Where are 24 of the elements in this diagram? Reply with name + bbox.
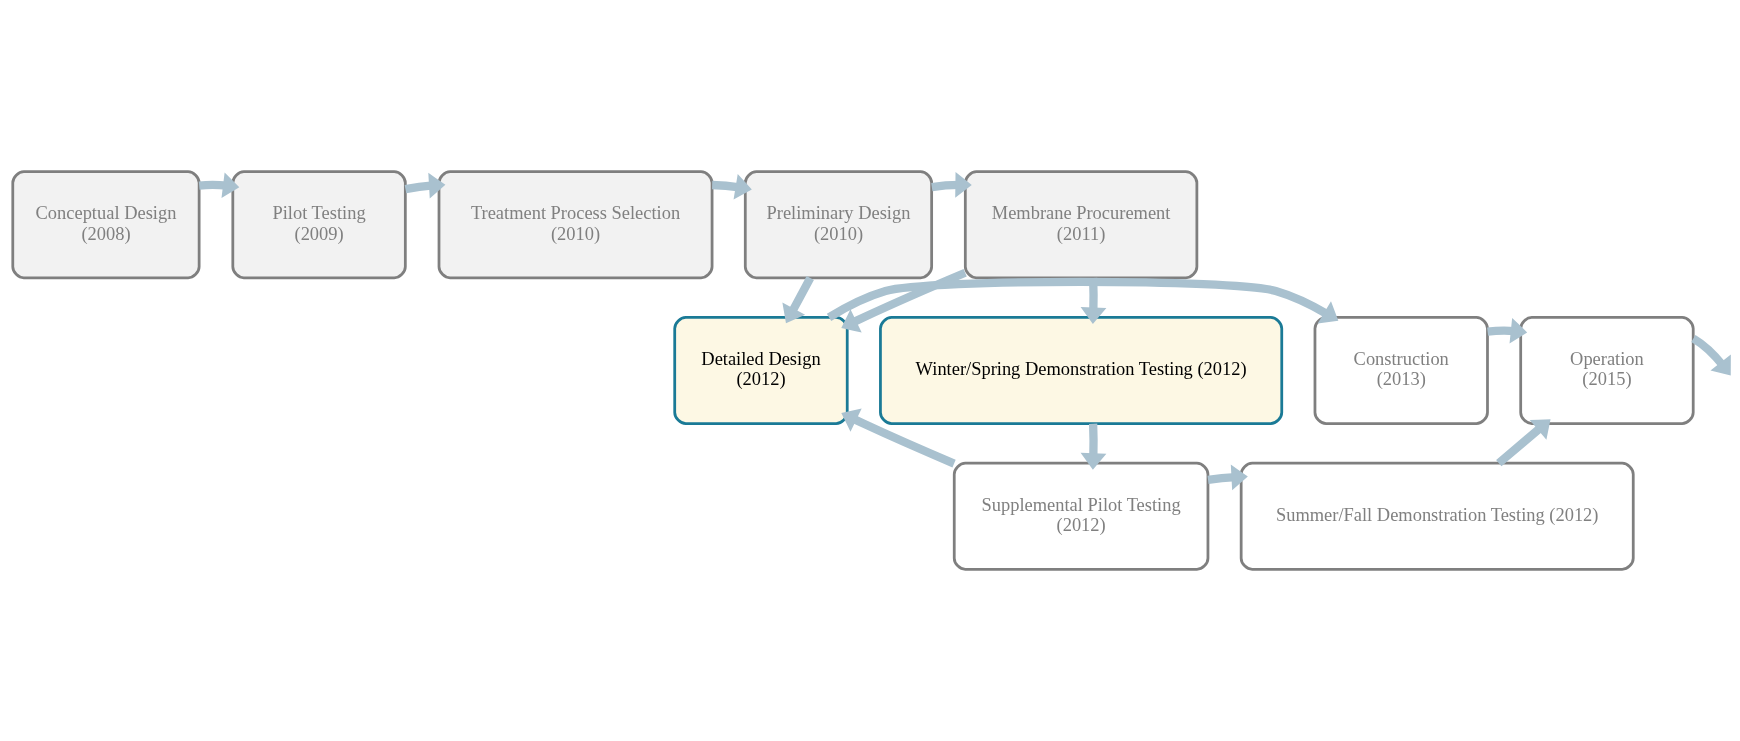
- node-box: Construction (2013): [1313, 316, 1489, 425]
- node-box: Preliminary Design (2010): [743, 170, 934, 280]
- arrow: [1496, 419, 1551, 467]
- arrow: [782, 276, 814, 324]
- node-box: Supplemental Pilot Testing (2012): [952, 461, 1210, 571]
- arrow: [712, 174, 752, 200]
- arrow: [1080, 423, 1107, 470]
- arrow: [404, 172, 446, 199]
- node-box: Detailed Design (2012): [673, 316, 849, 425]
- node-box: Conceptual Design (2008): [11, 170, 201, 280]
- node-box: Summer/Fall Demonstration Testing (2012): [1239, 461, 1635, 571]
- node-box: Winter/Spring Demonstration Testing (2012): [879, 316, 1284, 425]
- node-box: Membrane Procurement (2011): [963, 170, 1199, 280]
- arrow: [1487, 317, 1528, 344]
- node-box: Pilot Testing (2009): [231, 170, 407, 280]
- arrow: [1691, 334, 1731, 376]
- arrow: [1207, 464, 1248, 491]
- arrow: [826, 277, 1339, 324]
- node-box: Treatment Process Selection (2010): [437, 170, 714, 280]
- arrow: [841, 408, 956, 468]
- arrow: [931, 171, 972, 198]
- arrow: [841, 268, 967, 333]
- arrow: [198, 172, 240, 199]
- node-box: Operation (2015): [1519, 316, 1695, 425]
